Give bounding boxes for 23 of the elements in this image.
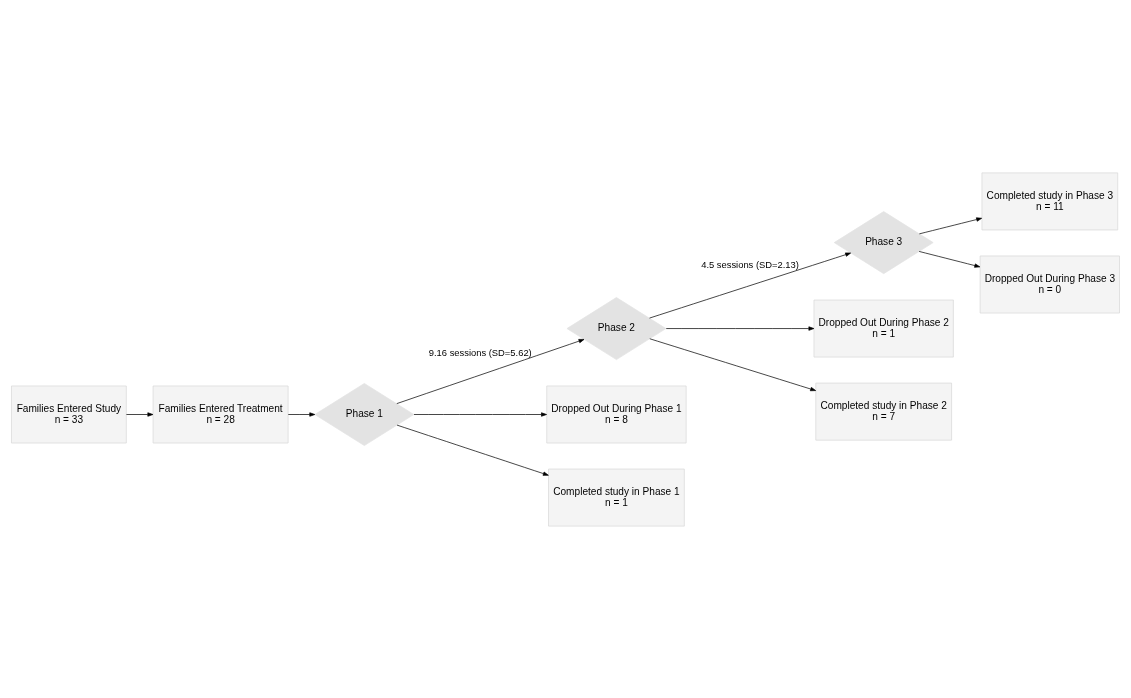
arrow — [126, 411, 154, 417]
node-box: Families Entered Treatment n = 28 — [152, 385, 289, 443]
node-box: Completed study in Phase 1 n = 1 — [548, 468, 685, 526]
node-diamond: Phase 2 — [566, 296, 667, 360]
node-box: Dropped Out During Phase 1 n = 8 — [546, 385, 687, 443]
arrow — [649, 337, 816, 391]
arrow — [287, 411, 316, 417]
edge-label: 4.5 sessions (SD=2.13) — [701, 258, 799, 270]
node-diamond: Phase 3 — [833, 210, 934, 274]
arrow — [649, 252, 851, 318]
arrow — [396, 424, 549, 476]
arrow — [918, 250, 981, 268]
node-box: Families Entered Study n = 33 — [11, 385, 127, 443]
arrow — [919, 216, 982, 234]
arrow — [396, 338, 585, 404]
arrow — [413, 411, 547, 417]
edge-label: 9.16 sessions (SD=5.62) — [428, 346, 532, 358]
node-box: Dropped Out During Phase 3 n = 0 — [979, 255, 1120, 313]
node-box: Dropped Out During Phase 2 n = 1 — [813, 299, 954, 357]
node-diamond: Phase 1 — [314, 382, 415, 446]
node-box: Completed study in Phase 2 n = 7 — [815, 382, 952, 440]
arrow — [665, 325, 815, 331]
node-box: Completed study in Phase 3 n = 11 — [981, 172, 1119, 230]
